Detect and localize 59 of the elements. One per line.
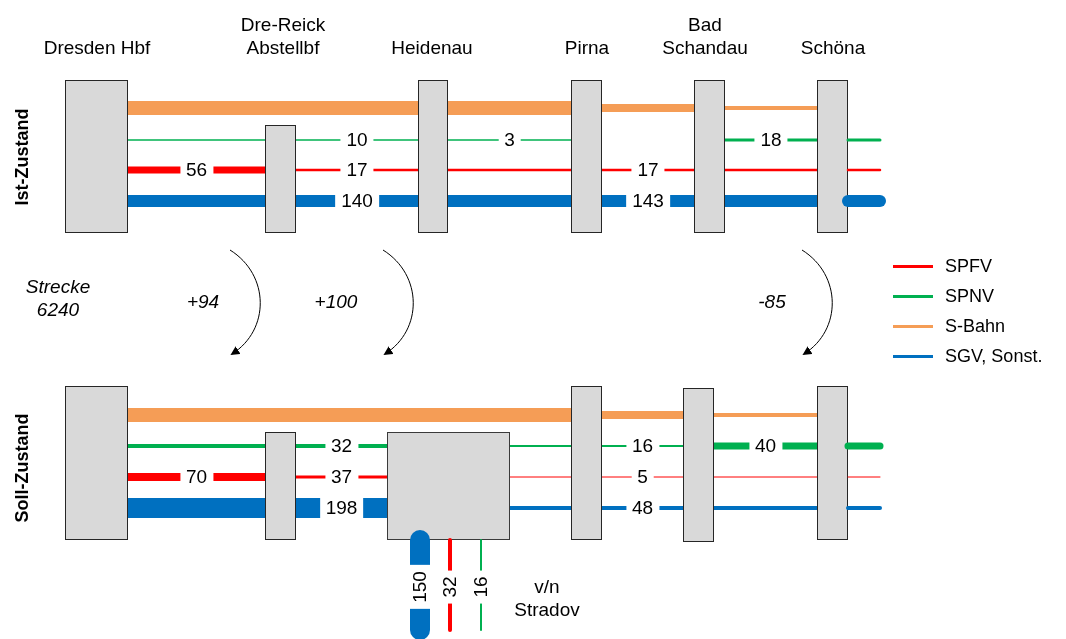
track-line — [510, 506, 571, 510]
note-text: Strecke 6240 — [24, 275, 92, 321]
edge-label: 150 — [409, 565, 431, 609]
track-line — [847, 476, 881, 478]
track-line — [846, 168, 882, 172]
legend-label: SPFV — [945, 255, 992, 278]
station-bar — [683, 388, 714, 542]
track-line — [128, 498, 265, 518]
station-bar — [65, 386, 128, 540]
track-line — [447, 139, 572, 141]
station-bar — [571, 386, 602, 540]
legend-label: SPNV — [945, 285, 995, 308]
edge-label: 198 — [319, 497, 364, 519]
legend-label: SGV, Sonst. — [945, 345, 1043, 368]
note-text: v/n Stradov — [513, 575, 581, 621]
track-line — [448, 195, 571, 207]
station-name: Dre-Reick Abstellbf — [239, 13, 327, 59]
station-bar — [694, 80, 725, 233]
track-line — [448, 168, 571, 172]
track-line — [602, 411, 683, 419]
section-title: Soll-Zustand — [10, 413, 33, 523]
change-label: -85 — [757, 289, 787, 313]
track-line — [714, 413, 817, 417]
track-line — [846, 138, 882, 142]
track-line — [601, 476, 684, 478]
station-bar — [418, 80, 448, 233]
track-line — [509, 445, 572, 447]
track-line — [844, 442, 884, 450]
track-line — [127, 139, 266, 141]
station-bar — [265, 125, 296, 233]
track-line — [725, 195, 817, 207]
track-line — [509, 476, 572, 478]
track-line — [713, 476, 818, 478]
track-line — [842, 195, 886, 207]
track-line — [128, 408, 571, 422]
track-line — [128, 444, 265, 448]
station-name: Pirna — [563, 35, 611, 59]
track-line — [725, 168, 817, 172]
station-bar — [571, 80, 602, 233]
station-name: Dresden Hbf — [42, 35, 152, 59]
track-line — [448, 101, 571, 115]
station-box — [387, 432, 510, 540]
station-bar — [817, 386, 848, 540]
station-bar — [265, 432, 296, 540]
track-line — [725, 106, 817, 110]
track-line — [128, 101, 418, 115]
track-line — [714, 506, 817, 510]
station-bar — [817, 80, 848, 233]
track-line — [602, 104, 694, 112]
section-title: Ist-Zustand — [10, 108, 33, 206]
station-bar — [65, 80, 128, 233]
station-name: Bad Schandau — [661, 13, 749, 59]
track-line — [846, 506, 882, 510]
legend-label: S-Bahn — [945, 315, 1006, 338]
change-label: +100 — [313, 289, 359, 313]
track-line — [128, 195, 265, 207]
change-label: +94 — [185, 289, 221, 313]
station-name: Heidenau — [390, 35, 474, 59]
station-name: Schöna — [799, 35, 867, 59]
